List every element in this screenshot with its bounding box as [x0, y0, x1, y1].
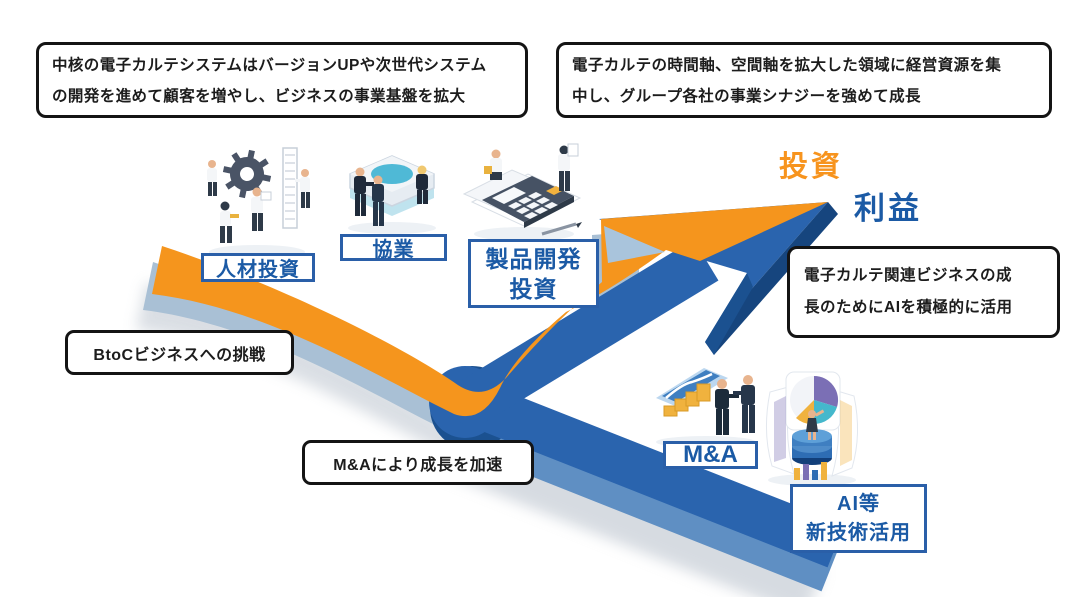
person-icon [220, 201, 239, 243]
people-gear-illustration-icon [207, 147, 310, 259]
person-icon [207, 160, 217, 196]
callout-btoc-challenge: BtoCビジネスへの挑戦 [65, 330, 294, 375]
person-icon [484, 149, 502, 180]
note-line: 電子カルテの時間軸、空間軸を拡大した領域に経営資源を集 [572, 57, 1002, 74]
tag-product-dev-investment: 製品開発 投資 [468, 239, 599, 308]
tag-line: AI等 [837, 492, 880, 515]
profit-word: 利益 [854, 191, 922, 226]
growth-stairs-handshake-illustration-icon [656, 368, 756, 448]
tag-ma: M&A [663, 441, 758, 469]
tag-line: 製品開発 [485, 245, 582, 272]
checklist-column-icon [282, 147, 298, 229]
note-line: 中し、グループ各社の事業シナジーを強めて成長 [572, 88, 921, 105]
tag-line: 新技術活用 [806, 521, 911, 544]
person-icon [416, 165, 428, 204]
tag-line: 投資 [509, 275, 558, 302]
note-core-system: 中核の電子カルテシステムはバージョンUPや次世代システム の開発を進めて顧客を増… [36, 42, 528, 118]
database-discs-icon [792, 429, 832, 465]
person-icon [715, 379, 739, 435]
person-icon [733, 375, 755, 433]
person-icon [806, 409, 825, 440]
meeting-table-illustration-icon [348, 155, 436, 234]
person-icon [558, 143, 579, 191]
person-icon [354, 167, 366, 216]
calculator-illustration-icon [462, 143, 582, 241]
person-icon [251, 187, 272, 231]
callout-line: 長のためにAIを積極的に活用 [804, 299, 1013, 316]
data-cylinder-charts-illustration-icon [765, 371, 859, 486]
tag-talent-investment: 人材投資 [201, 253, 315, 282]
callout-ai-utilization: 電子カルテ関連ビジネスの成 長のためにAIを積極的に活用 [787, 246, 1060, 338]
person-icon [295, 169, 310, 208]
note-expand-domain: 電子カルテの時間軸、空間軸を拡大した領域に経営資源を集 中し、グループ各社の事業… [556, 42, 1052, 118]
calc-body [482, 176, 574, 228]
tag-collaboration: 協業 [340, 234, 447, 261]
callout-ma-accelerate: M&Aにより成長を加速 [302, 440, 534, 485]
callout-line: 電子カルテ関連ビジネスの成 [804, 267, 1013, 284]
note-line: 中核の電子カルテシステムはバージョンUPや次世代システム [52, 57, 487, 74]
investment-word: 投資 [779, 151, 844, 183]
note-line: の開発を進めて顧客を増やし、ビジネスの事業基盤を拡大 [52, 88, 466, 105]
tag-ai-new-tech: AI等 新技術活用 [790, 484, 927, 553]
bar-chart-icon [794, 462, 827, 480]
person-icon [364, 175, 384, 226]
